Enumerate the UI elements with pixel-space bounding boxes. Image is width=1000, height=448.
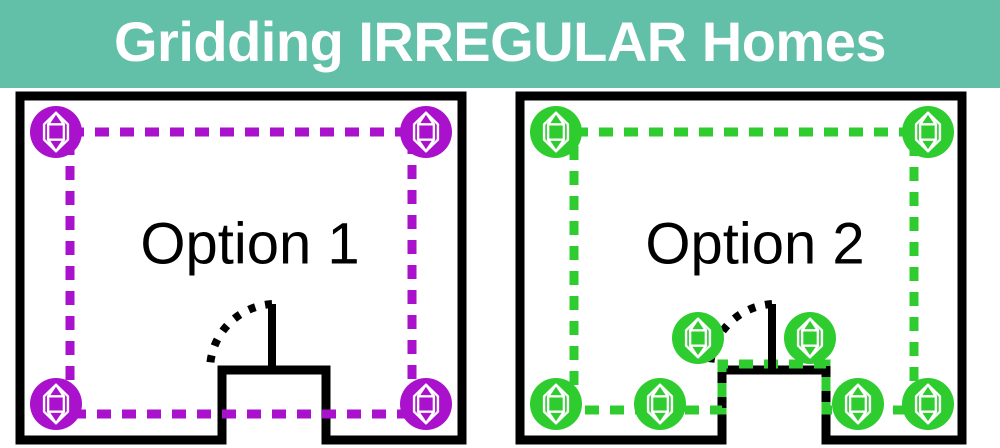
panel-label-option-1: Option 1: [140, 211, 359, 276]
grid-marker-group-option-2: [530, 106, 954, 430]
grid-marker-alcove-inner-right[interactable]: [784, 312, 836, 364]
house-wall-path: [15, 91, 467, 445]
grid-marker-disc[interactable]: [902, 106, 954, 158]
grid-marker-disc[interactable]: [672, 312, 724, 364]
door-option-1: [205, 300, 276, 371]
grid-marker-disc[interactable]: [30, 378, 82, 430]
grid-marker-disc[interactable]: [530, 378, 582, 430]
gem-icon: [646, 383, 674, 425]
grid-marker-top-left[interactable]: [30, 106, 82, 158]
grid-overlay-option-2: [569, 127, 919, 415]
gem-icon: [844, 383, 872, 425]
grid-marker-disc[interactable]: [634, 378, 686, 430]
grid-marker-top-left[interactable]: [530, 106, 582, 158]
floorplan-panel-option-2[interactable]: Option 2: [510, 88, 1000, 448]
grid-marker-alcove-outer-left[interactable]: [634, 378, 686, 430]
house-outline-option-1: [15, 91, 467, 445]
grid-marker-bottom-right[interactable]: [902, 378, 954, 430]
floorplan-svg-option-1: Option 1: [15, 91, 467, 445]
door-swing-arc-icon: [205, 300, 273, 371]
house-wall-path: [515, 91, 967, 445]
grid-marker-bottom-right[interactable]: [400, 378, 452, 430]
header-banner: Gridding IRREGULAR Homes: [0, 0, 1000, 88]
grid-marker-alcove-inner-left[interactable]: [672, 312, 724, 364]
diagram-area: Option 1 Option 2: [0, 88, 1000, 448]
grid-marker-top-right[interactable]: [902, 106, 954, 158]
gem-icon: [412, 111, 440, 153]
page-title: Gridding IRREGULAR Homes: [113, 10, 887, 73]
grid-marker-disc[interactable]: [530, 106, 582, 158]
grid-marker-disc[interactable]: [30, 106, 82, 158]
grid-marker-disc[interactable]: [400, 378, 452, 430]
grid-marker-group-option-1: [30, 106, 452, 430]
house-outline-option-2: [515, 91, 967, 445]
panel-label-option-2: Option 2: [645, 211, 864, 276]
gem-icon: [42, 383, 70, 425]
gem-icon: [542, 383, 570, 425]
grid-marker-bottom-left[interactable]: [30, 378, 82, 430]
grid-marker-top-right[interactable]: [400, 106, 452, 158]
gem-icon: [412, 383, 440, 425]
grid-marker-disc[interactable]: [832, 378, 884, 430]
grid-marker-alcove-outer-right[interactable]: [832, 378, 884, 430]
grid-marker-bottom-left[interactable]: [530, 378, 582, 430]
grid-overlay-option-1: [65, 127, 417, 419]
grid-marker-disc[interactable]: [400, 106, 452, 158]
grid-dashed-path: [569, 127, 919, 415]
gem-icon: [914, 111, 942, 153]
grid-dashed-path: [65, 127, 417, 419]
floorplan-svg-option-2: Option 2: [515, 91, 967, 445]
gem-icon: [542, 111, 570, 153]
gem-icon: [796, 317, 824, 359]
floorplan-panel-option-1[interactable]: Option 1: [10, 88, 500, 448]
grid-marker-disc[interactable]: [902, 378, 954, 430]
gem-icon: [914, 383, 942, 425]
gem-icon: [684, 317, 712, 359]
grid-marker-disc[interactable]: [784, 312, 836, 364]
gem-icon: [42, 111, 70, 153]
